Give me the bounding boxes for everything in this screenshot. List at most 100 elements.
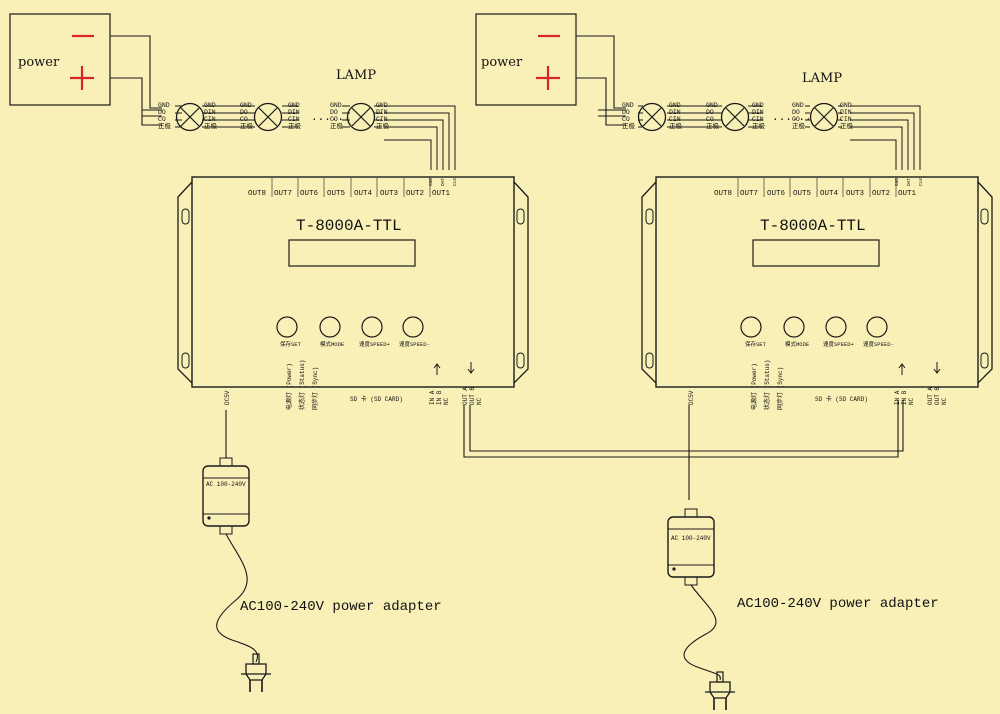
- lamp-pin-label: GND: [706, 102, 718, 109]
- lamp-pin-label: 正极: [288, 121, 302, 130]
- output-port-label: OUT4: [354, 190, 373, 198]
- sd-card-label: SD 卡 (SD CARD): [350, 395, 403, 403]
- lamp-pin-label: GND: [622, 102, 634, 109]
- output-port-label: OUT8: [248, 190, 266, 198]
- button-label-speed-up: 速度SPEED+: [359, 340, 390, 348]
- lamp-pin-label: GND: [330, 102, 342, 109]
- output-port-label: OUT6: [300, 190, 319, 198]
- indicator-status-label: 状态灯 (Status): [763, 360, 771, 410]
- in-b-label: IN B: [436, 390, 443, 405]
- lamp-pin-label: GND: [840, 102, 852, 109]
- lamp-pin-label: DIN: [376, 109, 388, 116]
- lamp-pin-label: GND: [669, 102, 681, 109]
- lamp-pin-label: DIN: [288, 109, 300, 116]
- output-pin-label: DAT: [440, 178, 446, 186]
- button-label-speed-up: 速度SPEED+: [823, 340, 854, 348]
- indicator-sync-label: 同步灯 (Sync): [311, 367, 319, 410]
- in-a-label: IN A: [429, 390, 436, 405]
- lamp-pin-label: DIN: [840, 109, 852, 116]
- output-port-label: OUT6: [767, 190, 786, 198]
- controller-body: [177, 176, 529, 388]
- lamp-pin-label: CO: [706, 116, 714, 123]
- output-port-label: OUT3: [380, 190, 399, 198]
- lamp-pin-label: DIN: [752, 109, 764, 116]
- lamp-pin-label: DIN: [204, 109, 216, 116]
- lamp-pin-label: DO: [622, 109, 630, 116]
- lamp-icon: [253, 102, 283, 132]
- output-port-label: OUT7: [274, 190, 292, 198]
- in-nc-label: NC: [443, 397, 450, 405]
- output-port-label: OUT4: [820, 190, 839, 198]
- mains-plug-icon: [240, 653, 272, 693]
- lamp-pin-label: DO: [240, 109, 248, 116]
- adapter-rating: AC 100-240V: [671, 535, 711, 542]
- dc-input-label: DC5V: [688, 390, 695, 405]
- in-nc-label: NC: [908, 397, 915, 405]
- out-a-label: OUT A: [462, 387, 469, 405]
- output-port-label: OUT5: [793, 190, 812, 198]
- in-a-label: IN A: [894, 390, 901, 405]
- lamp-pin-label: CIN: [669, 116, 681, 123]
- output-pin-label: DAT: [906, 178, 912, 186]
- indicator-sync-label: 同步灯 (Sync): [776, 367, 784, 410]
- lamp-pin-label: CIN: [376, 116, 388, 123]
- lamp-pin-label: CIN: [288, 116, 300, 123]
- adapter-caption: AC100-240V power adapter: [737, 596, 939, 612]
- output-pin-label: GND: [894, 178, 900, 186]
- lamp-pin-label: 正极: [669, 121, 683, 130]
- power-adapter-icon: [667, 508, 715, 586]
- output-port-label: OUT8: [714, 190, 732, 198]
- lamp-icon: [720, 102, 750, 132]
- out-nc-label: NC: [941, 397, 948, 405]
- lamp-pin-label: CO: [792, 116, 800, 123]
- lamp-pin-label: CO: [158, 116, 166, 123]
- lamp-title: LAMP: [336, 68, 376, 83]
- output-port-label: OUT2: [406, 190, 424, 198]
- lamp-pin-label: 正极: [330, 121, 344, 130]
- lamp-pin-label: 正极: [752, 121, 766, 130]
- out-b-label: OUT B: [469, 387, 476, 405]
- in-b-label: IN B: [901, 390, 908, 405]
- lamp-pin-label: 正极: [622, 121, 636, 130]
- system-left: power LAMP ......: [8, 12, 529, 693]
- button-label-mode: 模式MODE: [785, 340, 810, 348]
- lamp-ellipsis: ......: [772, 112, 812, 124]
- indicator-power-label: 电源灯 (Power): [285, 363, 293, 410]
- lamp-pin-label: GND: [792, 102, 804, 109]
- lamp-title: LAMP: [802, 71, 842, 86]
- controller-body: [641, 176, 993, 388]
- indicator-status-label: 状态灯 (Status): [298, 360, 306, 410]
- lamp-pin-label: DO: [330, 109, 338, 116]
- adapter-caption: AC100-240V power adapter: [240, 599, 442, 615]
- indicator-power-label: 电源灯 (Power): [750, 363, 758, 410]
- controller-model-title: T-8000A-TTL: [296, 217, 402, 235]
- sd-card-label: SD 卡 (SD CARD): [815, 395, 868, 403]
- lamp-pin-label: GND: [288, 102, 300, 109]
- button-label-speed-down: 速度SPEED-: [399, 340, 430, 348]
- lamp-ellipsis: ......: [311, 112, 351, 124]
- arrow-down-icon: [933, 362, 941, 374]
- lamp-pin-label: GND: [204, 102, 216, 109]
- lamp-pin-label: 正极: [240, 121, 254, 130]
- lamp-pin-label: GND: [240, 102, 252, 109]
- lamp-pin-label: 正极: [376, 121, 390, 130]
- lamp-icon: [175, 102, 205, 132]
- out-nc-label: NC: [476, 397, 483, 405]
- lamp-pin-label: DO: [792, 109, 800, 116]
- button-label-mode: 模式MODE: [320, 340, 345, 348]
- output-pin-label: CLK: [452, 178, 458, 186]
- lamp-pin-label: 正极: [158, 121, 172, 130]
- out-a-label: OUT A: [927, 387, 934, 405]
- system-right: power LAMP ......: [474, 12, 993, 711]
- out-b-label: OUT B: [934, 387, 941, 405]
- lamp-pin-label: 正极: [706, 121, 720, 130]
- output-port-label: OUT2: [872, 190, 890, 198]
- button-label-speed-down: 速度SPEED-: [863, 340, 894, 348]
- lamp-pin-label: CIN: [752, 116, 764, 123]
- lamp-pin-label: DO: [158, 109, 166, 116]
- lamp-pin-label: GND: [752, 102, 764, 109]
- arrow-up-icon: [898, 363, 906, 375]
- lamp-pin-label: CIN: [840, 116, 852, 123]
- output-port-label: OUT5: [327, 190, 346, 198]
